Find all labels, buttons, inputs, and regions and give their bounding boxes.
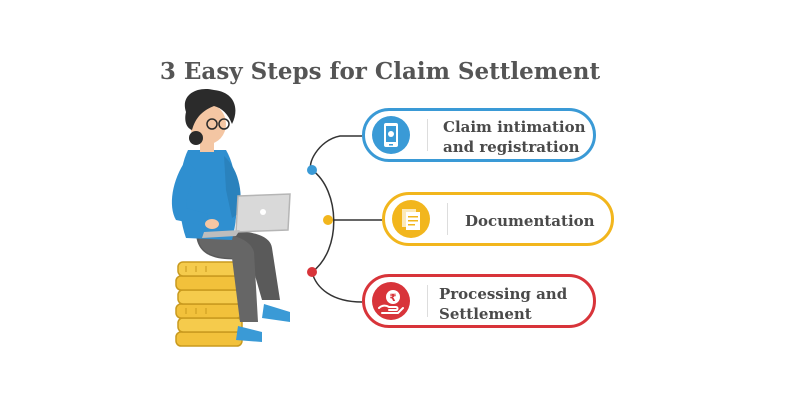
node-dot-blue: [307, 165, 317, 175]
step-1-icon-disc: [372, 116, 410, 154]
page-title: 3 Easy Steps for Claim Settlement: [159, 58, 601, 85]
step-processing-settlement: ₹ Processing and Settlement: [362, 274, 596, 328]
step-3-icon-disc: ₹: [372, 282, 410, 320]
node-dot-red: [307, 267, 317, 277]
step-1-divider: [427, 119, 428, 151]
step-claim-intimation: Claim intimation and registration: [362, 108, 596, 162]
step-2-divider: [447, 203, 448, 235]
branch-curve: [309, 135, 362, 171]
step-2-label: Documentation: [465, 212, 595, 230]
step-3-label-line2: Settlement: [439, 305, 532, 323]
step-1-label-line1: Claim intimation: [443, 118, 586, 136]
rupee-payment-icon: ₹: [378, 290, 404, 314]
step-3-divider: [427, 285, 428, 317]
svg-text:₹: ₹: [390, 293, 397, 304]
mobile-document-icon: [384, 123, 398, 147]
step-2-icon-disc: [392, 200, 430, 238]
documents-icon: [402, 209, 420, 230]
node-dot-yellow: [323, 215, 333, 225]
step-documentation: Documentation: [382, 192, 614, 246]
branch-curve: [311, 271, 363, 303]
step-3-label-line1: Processing and: [439, 285, 568, 303]
step-1-label-line2: and registration: [443, 138, 580, 156]
